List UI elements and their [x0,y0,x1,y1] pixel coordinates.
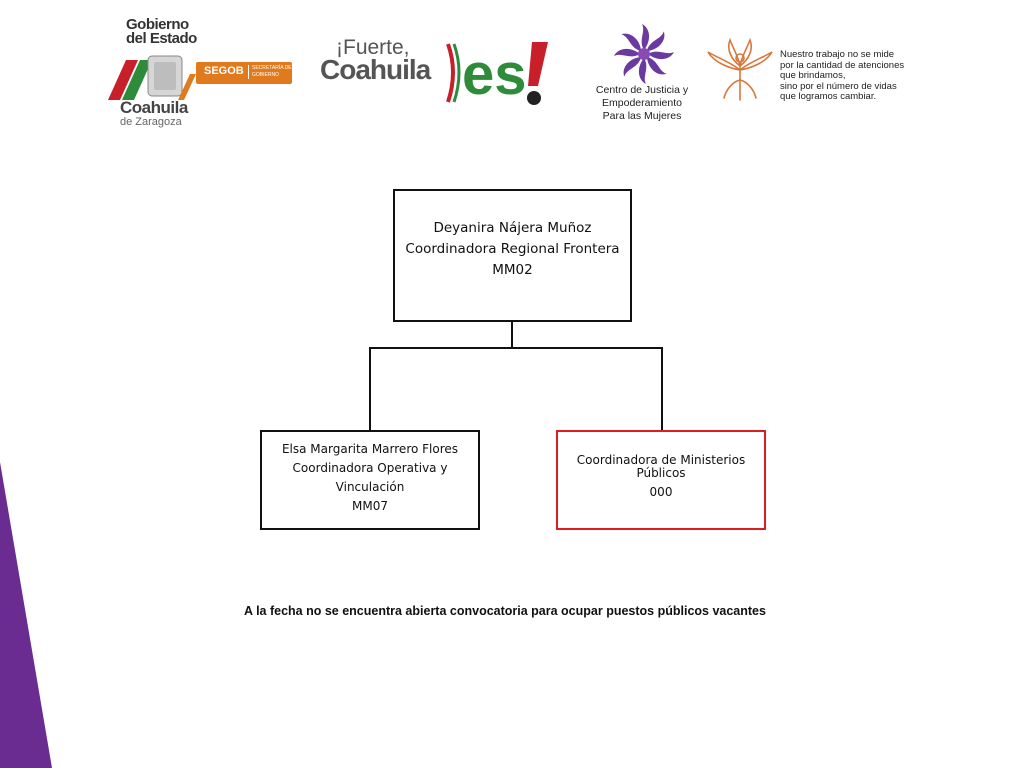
nuestro-trabajo-logo: Nuestro trabajo no se mide por la cantid… [704,36,926,106]
segob-label: SEGOB [204,65,244,77]
coahuila-wordmark: Coahuila [120,98,188,117]
node-code: MM02 [492,262,533,278]
fuerte-line2: Coahuila [320,54,431,85]
figure-tree-icon [707,37,773,101]
es-text: es [462,42,527,107]
fuerte-line1: ¡Fuerte, [336,36,410,59]
org-node-ministerios-coordinator: Coordinadora de Ministerios Públicos 000 [556,430,766,530]
segob-badge: SEGOB SECRETARÍA DE GOBIERNO [196,62,292,84]
gobierno-coahuila-logo: Gobierno del Estado SEGOB SECRETARÍA DE … [108,14,293,130]
nuestro-line2: por la cantidad de atenciones [780,59,905,71]
gobierno-title: Gobierno del Estado [126,16,197,47]
node-title: Coordinadora Operativa y Vinculación [292,461,448,494]
nuestro-line3: que brindamos, [780,70,846,81]
fuerte-coahuila-logo: ¡Fuerte, Coahuila es [318,36,558,108]
node-code: 000 [649,484,673,499]
gobierno-line2: del Estado [126,30,197,47]
flower-emblem-icon [614,24,674,84]
vacancy-notice: A la fecha no se encuentra abierta convo… [244,604,766,618]
coahuila-shield-icon [108,55,196,100]
nuestro-line4: sino por el número de vidas [780,80,897,92]
node-title: Coordinadora Regional Frontera [405,241,620,257]
node-code: MM07 [352,499,388,513]
nuestro-trabajo-text: Nuestro trabajo no se mide por la cantid… [780,49,905,103]
centro-line3: Para las Mujeres [602,110,682,122]
centro-justicia-logo: Centro de Justicia y Empoderamiento Para… [590,22,702,126]
nuestro-line5: que logramos cambiar. [780,91,877,102]
centro-line2: Empoderamiento [602,97,682,109]
node-title: Coordinadora de Ministerios Públicos [576,452,746,480]
node-name: Elsa Margarita Marrero Flores [281,442,459,456]
centro-line1: Centro de Justicia y [595,84,689,96]
org-node-operations-coordinator: Elsa Margarita Marrero Flores Coordinado… [260,430,480,530]
node-name: Deyanira Nájera Muñoz [433,220,592,236]
centro-justicia-text: Centro de Justicia y Empoderamiento Para… [590,84,694,123]
es-mark-icon: es [446,42,548,107]
zaragoza-wordmark: de Zaragoza [120,116,182,128]
gobierno-line1: Gobierno [126,16,189,33]
purple-side-band [0,462,52,768]
org-node-regional-coordinator: Deyanira Nájera Muñoz Coordinadora Regio… [393,189,632,322]
segob-sublabel: SECRETARÍA DE GOBIERNO [248,65,294,79]
nuestro-line1: Nuestro trabajo no se mide [780,49,895,60]
